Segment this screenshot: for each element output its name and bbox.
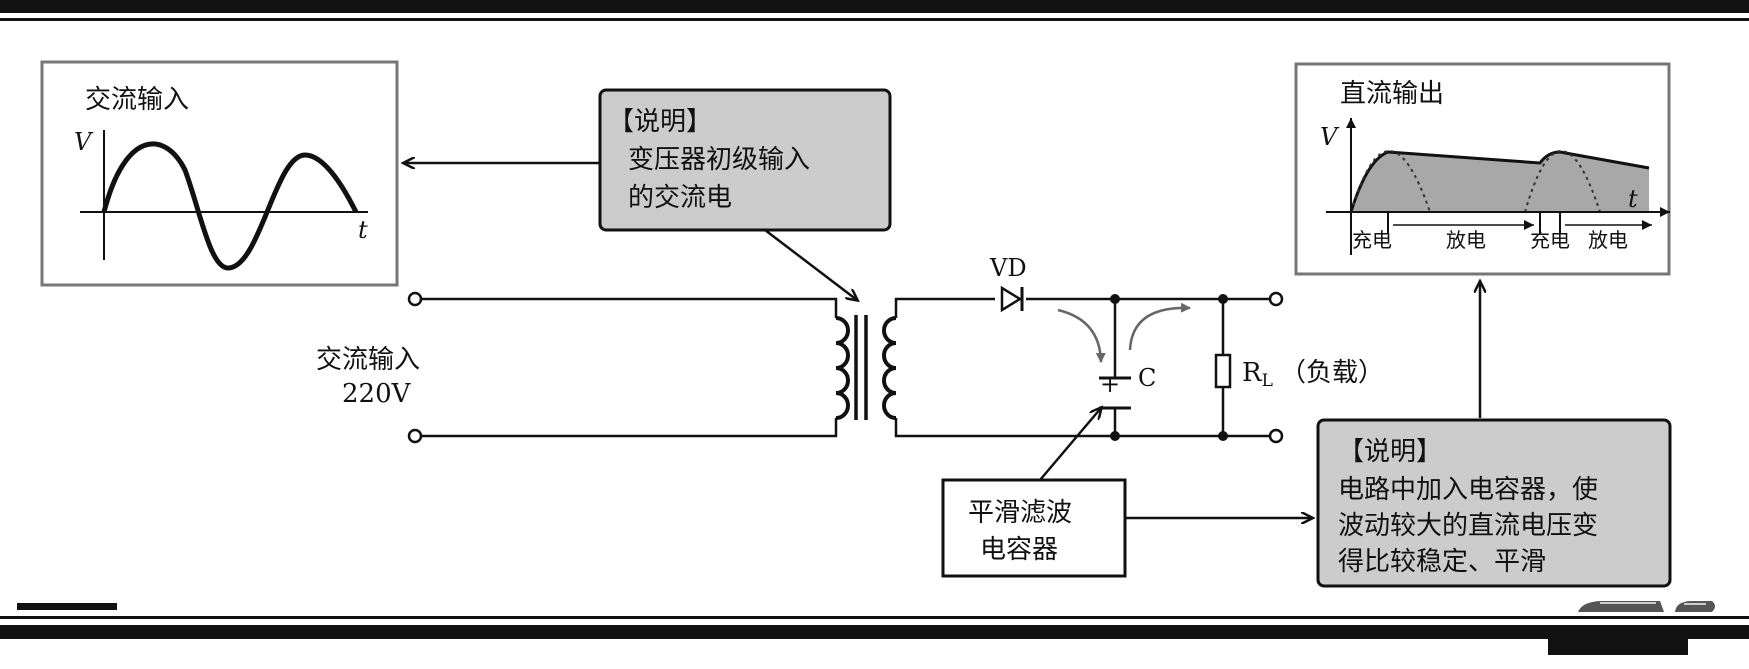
- cap-label-box: 平滑滤波 电容器: [941, 478, 1127, 578]
- cap-label-frame: [941, 478, 1127, 578]
- dc-output-x-axis-label: t: [1628, 185, 1638, 213]
- note-top-heading: 【说明】: [608, 107, 712, 137]
- note-bottom: 【说明】 电路中加入电容器，使 波动较大的直流电压变 得比较稳定、平滑: [1316, 418, 1672, 588]
- resistor-description: （负载）: [1280, 358, 1384, 388]
- note-bottom-heading: 【说明】: [1338, 437, 1442, 467]
- capacitor-c: + C: [1099, 364, 1156, 410]
- ac-sine-wave: [101, 141, 359, 271]
- note-top-line-2: 变压器初级输入: [628, 145, 810, 175]
- bottom-bar-short: [17, 603, 117, 610]
- note-bottom-box: [1316, 418, 1672, 588]
- dc-output-segment-ticks: [1387, 212, 1561, 234]
- note-top: 【说明】 变压器初级输入 的交流电: [598, 88, 892, 232]
- note-top-line-3: 的交流电: [628, 183, 732, 213]
- input-voltage: 220V: [342, 379, 412, 409]
- charge-current-arrow: [1057, 308, 1106, 363]
- dc-output-segment-discharge-2: 放电: [1588, 228, 1628, 252]
- bottom-bar-tab: [1548, 639, 1688, 655]
- diode-label: VD: [989, 254, 1027, 282]
- ac-input-panel: 交流输入 V t: [40, 60, 399, 287]
- input-label: 交流输入: [316, 345, 420, 375]
- note-bottom-line-4: 得比较稳定、平滑: [1338, 547, 1546, 577]
- output-terminal-bottom: [1268, 428, 1284, 444]
- resistor-label: R: [1242, 358, 1263, 388]
- resistor-rl: RL （负载）: [1214, 353, 1384, 391]
- note-bottom-line-2: 电路中加入电容器，使: [1338, 475, 1598, 505]
- discharge-current-arrow: [1128, 302, 1191, 351]
- ac-input-panel-title: 交流输入: [85, 85, 189, 115]
- dc-output-panel-title: 直流输出: [1340, 79, 1444, 109]
- input-terminal-bottom: [407, 428, 423, 444]
- ac-input-x-axis-label: t: [358, 216, 368, 244]
- arrow-label-to-capacitor: [1039, 408, 1101, 481]
- capacitor-label: C: [1138, 364, 1156, 392]
- top-bar-thin: [0, 18, 1749, 21]
- cap-label-line-2: 电容器: [980, 535, 1058, 565]
- top-bar-thick: [0, 0, 1749, 13]
- svg-text:RL: RL: [1242, 358, 1273, 391]
- dc-output-y-axis-label: V: [1320, 123, 1340, 151]
- transformer-secondary-coil: [882, 316, 897, 420]
- input-terminal-top: [407, 291, 423, 307]
- dc-output-segment-charge-1: 充电: [1352, 228, 1392, 252]
- junctions: [1110, 294, 1228, 441]
- bottom-bar-thin: [0, 616, 1749, 619]
- output-terminal-top: [1268, 291, 1284, 307]
- bottom-bar-thick: [0, 625, 1749, 639]
- cap-label-line-1: 平滑滤波: [968, 498, 1072, 528]
- note-top-box: [598, 88, 892, 232]
- dc-output-segment-discharge-1: 放电: [1446, 228, 1486, 252]
- circuit: 交流输入 220V VD + C: [316, 254, 1384, 444]
- dc-output-segment-charge-2: 充电: [1530, 228, 1570, 252]
- note-bottom-line-3: 波动较大的直流电压变: [1338, 511, 1598, 541]
- chalk-icon: [1578, 601, 1715, 612]
- ac-input-y-axis-label: V: [74, 128, 94, 156]
- wires: [421, 297, 1270, 438]
- diode-vd: VD: [989, 254, 1027, 313]
- page-frame: [0, 0, 1749, 655]
- resistor-subscript: L: [1262, 371, 1273, 391]
- dc-output-panel: 直流输出 V t 充电 放电 充电 放电: [1294, 62, 1671, 276]
- capacitor-plus: +: [1100, 370, 1120, 398]
- dc-output-wave-area: [1351, 152, 1649, 212]
- transformer-primary-coil: [835, 316, 850, 420]
- transformer: [835, 315, 897, 420]
- arrow-note-to-transformer: [764, 229, 857, 300]
- ac-input-panel-frame: [40, 60, 399, 287]
